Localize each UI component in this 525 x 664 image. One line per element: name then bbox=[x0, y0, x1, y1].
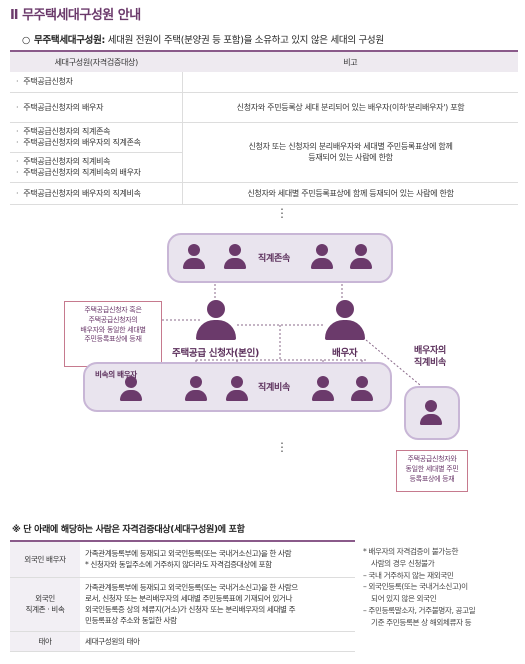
table-row: 주택공급신청자의 배우자의 직계비속 신청자와 세대별 주민등록표상에 함께 등… bbox=[10, 182, 518, 205]
spouse-descendant-box bbox=[404, 386, 460, 440]
row-head: 외국인 배우자 bbox=[10, 541, 80, 578]
note-line: 동일한 세대별 주민 bbox=[405, 464, 459, 473]
side-note: * 배우자의 자격검증이 불가능한 사람의 경우 신청불가 – 국내 거주하지 … bbox=[363, 546, 521, 628]
body-line: 로서, 신청자 또는 분리배우자의 세대별 주민등록표에 기재되어 있거나 bbox=[85, 594, 293, 603]
label-line: 직계비속 bbox=[414, 357, 446, 368]
member-item: 주택공급신청자의 배우자의 직계비속 bbox=[16, 188, 176, 199]
side-note-line: – 국내 거주하지 않는 재외국민 bbox=[363, 570, 454, 580]
note-line: 주택공급신청자와 bbox=[407, 455, 457, 463]
note-line: 주민등록표상에 등재 bbox=[84, 335, 142, 344]
note-left: 주택공급신청자 혹은 주택공급신청자의 배우자와 동일한 세대별 주민등록표상에… bbox=[64, 301, 162, 367]
ellipsis-bottom: ⋮ bbox=[276, 440, 288, 454]
remark-cell: 신청자와 세대별 주민등록표상에 함께 등재되어 있는 사람에 한함 bbox=[182, 182, 518, 205]
head-line: 외국인 bbox=[35, 594, 55, 603]
included-members-table: 외국인 배우자 가족관계등록부에 등재되고 외국인등록(또는 국내거소신고)을 … bbox=[10, 540, 355, 652]
member-item: 주택공급신청자의 직계비속의 배우자 bbox=[16, 167, 176, 178]
side-note-line: – 주민등록말소자, 거주불명자, 공고일 bbox=[363, 605, 476, 615]
body-line: 외국인등록증 상의 체류지(거소)가 신청자 또는 분리배우자의 세대별 주 bbox=[85, 605, 296, 614]
table-row: 주택공급신청자 bbox=[10, 72, 518, 93]
row-head: 외국인 직계존 · 비속 bbox=[10, 577, 80, 632]
household-member-table: 세대구성원(자격검증대상) 비고 주택공급신청자 주택공급신청자의 배우자 신청… bbox=[10, 50, 518, 205]
body-line: * 신청자와 동일주소에 거주하지 않더라도 자격검증대상에 포함 bbox=[85, 560, 272, 570]
row-body: 가족관계등록부에 등재되고 외국인등록(또는 국내거소신고)을 한 사람으 로서… bbox=[80, 577, 355, 632]
remark-cell: 신청자와 주민등록상 세대 분리되어 있는 배우자(이하'분리배우자') 포함 bbox=[182, 92, 518, 123]
body-line: 민등록표상 주소와 동일한 사람 bbox=[85, 616, 177, 625]
table-header-members: 세대구성원(자격검증대상) bbox=[10, 50, 183, 72]
member-item: 주택공급신청자의 직계비속 bbox=[16, 156, 176, 167]
heading-title: 무주택세대구성원 안내 bbox=[22, 8, 141, 23]
table-row: 주택공급신청자의 직계비속 주택공급신청자의 직계비속의 배우자 bbox=[10, 152, 518, 183]
table-row: 주택공급신청자의 배우자 신청자와 주민등록상 세대 분리되어 있는 배우자(이… bbox=[10, 92, 518, 123]
section2-title: ※ 단 아래에 해당하는 사람은 자격검증대상(세대구성원)에 포함 bbox=[12, 525, 245, 535]
side-note-line: * 배우자의 자격검증이 불가능한 bbox=[363, 547, 459, 556]
row-head: 태아 bbox=[10, 631, 80, 652]
note-line: 주택공급신청자 혹은 bbox=[84, 306, 142, 314]
table-row: 태아 세대구성원의 태아 bbox=[10, 631, 355, 652]
table-header-remarks: 비고 bbox=[182, 50, 518, 72]
descendant-label: 직계비속 bbox=[258, 383, 290, 393]
body-line: 가족관계등록부에 등재되고 외국인등록(또는 국내거소신고)을 한 사람 bbox=[85, 549, 292, 559]
member-item: 주택공급신청자 bbox=[16, 76, 176, 87]
spouse-label: 배우자 bbox=[332, 348, 358, 359]
body-line: 가족관계등록부에 등재되고 외국인등록(또는 국내거소신고)을 한 사람으 bbox=[85, 583, 298, 592]
side-note-line: 사람의 경우 신청불가 bbox=[371, 558, 435, 568]
note-line: 주택공급신청자의 bbox=[88, 315, 138, 324]
member-item: 주택공급신청자의 직계존속 bbox=[16, 126, 176, 137]
note-line: 배우자와 동일한 세대별 bbox=[80, 325, 146, 334]
remark-cell: 신청자 또는 신청자의 분리배우자와 세대별 주민등록표상에 함께 등재되어 있… bbox=[182, 122, 518, 183]
table-row: 외국인 배우자 가족관계등록부에 등재되고 외국인등록(또는 국내거소신고)을 … bbox=[10, 541, 355, 578]
heading-marker: Ⅱ bbox=[10, 8, 19, 23]
side-note-line: – 외국인등록(또는 국내거소신고)이 bbox=[363, 582, 468, 592]
member-item: 주택공급신청자의 배우자 bbox=[16, 102, 176, 113]
remark-line: 등재되어 있는 사람에 한함 bbox=[308, 153, 393, 162]
row-body: 세대구성원의 태아 bbox=[80, 631, 355, 652]
remark-cell bbox=[182, 72, 518, 93]
definition-text: 세대원 전원이 주택(분양권 등 포함)을 소유하고 있지 않은 세대의 구성원 bbox=[105, 35, 384, 46]
descendant-spouse-label: 비속의 배우자 bbox=[95, 370, 137, 379]
table-row: 외국인 직계존 · 비속 가족관계등록부에 등재되고 외국인등록(또는 국내거소… bbox=[10, 577, 355, 632]
table-header-row: 세대구성원(자격검증대상) 비고 bbox=[10, 50, 518, 72]
member-item: 주택공급신청자의 배우자의 직계존속 bbox=[16, 137, 176, 148]
remark-line: 신청자 또는 신청자의 분리배우자와 세대별 주민등록표상에 함께 bbox=[248, 142, 453, 151]
note-line: 등록표상에 등재 bbox=[409, 474, 455, 483]
side-note-line: 기준 주민등록본 상 해외체류자 등 bbox=[371, 617, 472, 627]
note-right: 주택공급신청자와 동일한 세대별 주민 등록표상에 등재 bbox=[396, 450, 468, 492]
definition-term: 무주택세대구성원: bbox=[34, 35, 106, 46]
applicant-label: 주택공급 신청자(본인) bbox=[172, 348, 260, 359]
row-body: 가족관계등록부에 등재되고 외국인등록(또는 국내거소신고)을 한 사람 * 신… bbox=[80, 541, 355, 578]
definition-line: ○ 무주택세대구성원: 세대원 전원이 주택(분양권 등 포함)을 소유하고 있지… bbox=[22, 32, 384, 46]
side-note-line: 되어 있지 않은 외국인 bbox=[371, 594, 437, 604]
spouse-descendant-label: 배우자의 직계비속 bbox=[414, 346, 446, 369]
head-line: 직계존 · 비속 bbox=[25, 605, 65, 614]
table-row: 주택공급신청자의 직계존속 주택공급신청자의 배우자의 직계존속 신청자 또는 … bbox=[10, 122, 518, 183]
circle-bullet-icon: ○ bbox=[22, 35, 30, 46]
label-line: 배우자의 bbox=[414, 346, 446, 356]
ascendant-label: 직계존속 bbox=[258, 254, 290, 264]
